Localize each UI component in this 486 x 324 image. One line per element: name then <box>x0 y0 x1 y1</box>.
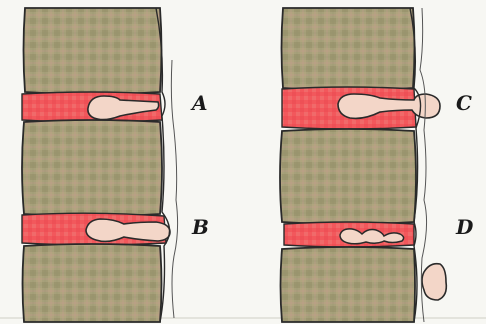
vertebra-body <box>23 244 162 322</box>
sequestered-fragment <box>422 264 446 300</box>
label-a: A <box>190 91 208 115</box>
vertebra-body <box>22 120 162 216</box>
label-b: B <box>191 215 209 239</box>
left-spine-column <box>22 8 178 322</box>
vertebra-body <box>281 247 416 322</box>
vertebra-body <box>24 8 162 94</box>
vertebra-body <box>282 8 415 90</box>
label-d: D <box>455 215 474 239</box>
label-c: C <box>456 91 472 115</box>
vertebra-body <box>280 129 416 224</box>
